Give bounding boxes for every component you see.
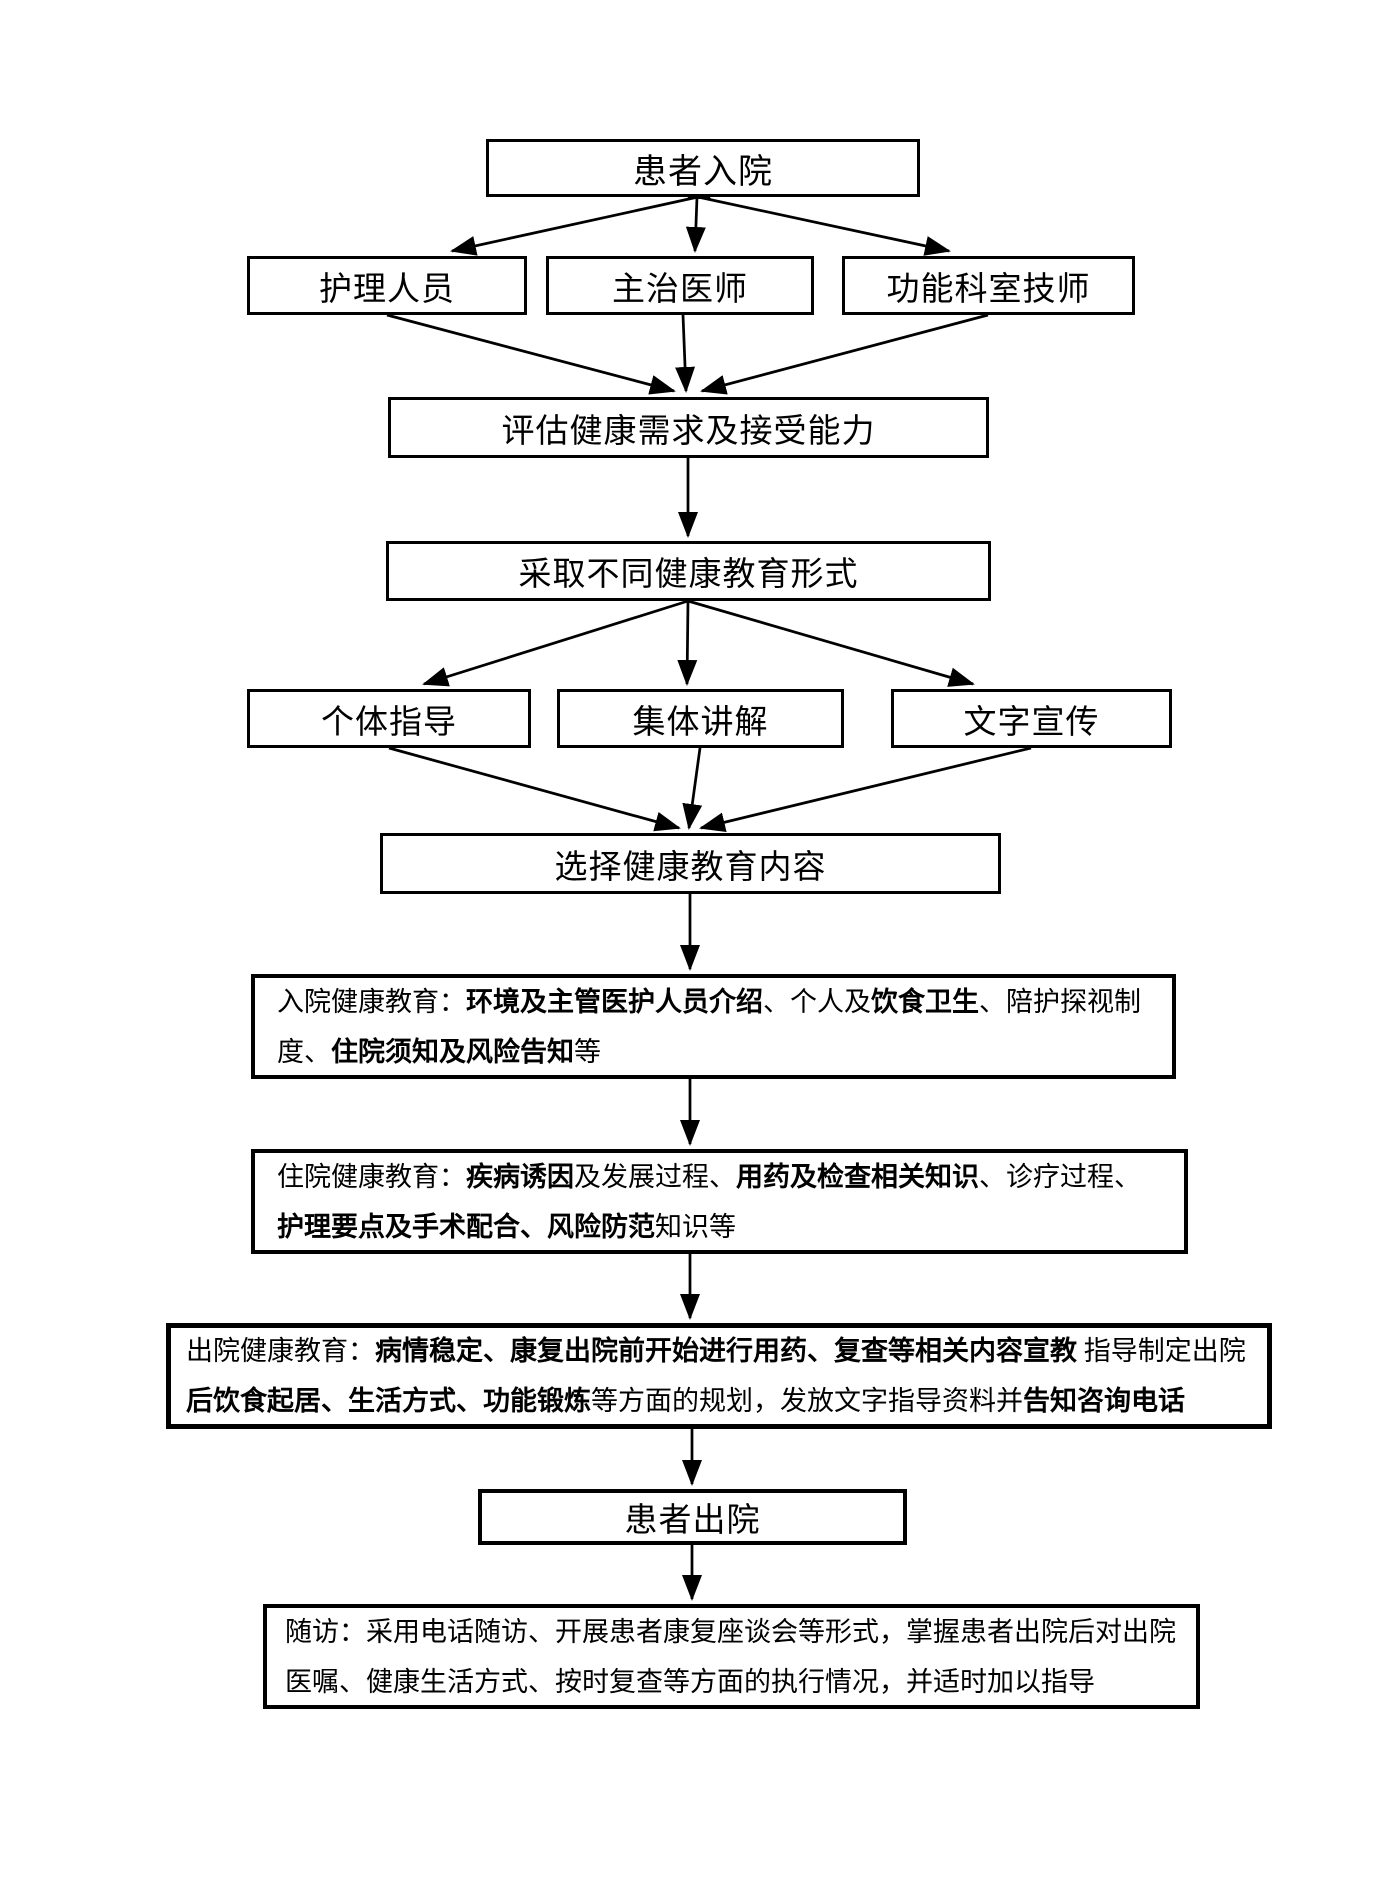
text-segment: 等 bbox=[574, 1036, 601, 1067]
text-segment: 用药及检查相关知识 bbox=[736, 1161, 979, 1192]
node-patient-admission: 患者入院 bbox=[486, 139, 920, 197]
follow-up-text: 随访：采用电话随访、开展患者康复座谈会等形式，掌握患者出院后对出院医嘱、健康生活… bbox=[285, 1607, 1178, 1707]
node-group-explanation: 集体讲解 bbox=[557, 689, 844, 748]
arrow-nursing-to-assess bbox=[386, 313, 676, 395]
arrow-individual-to-select bbox=[388, 746, 681, 832]
text-segment: 住院须知及风险告知 bbox=[331, 1036, 574, 1067]
node-written-publicity: 文字宣传 bbox=[891, 689, 1172, 748]
text-segment: 后饮食起居、生活方式、功能锻炼 bbox=[186, 1386, 591, 1416]
hospital-health-education-text: 住院健康教育：疾病诱因及发展过程、用药及检查相关知识、诊疗过程、护理要点及手术配… bbox=[277, 1152, 1162, 1252]
text-segment: 及发展过程、 bbox=[574, 1161, 736, 1192]
text-segment: 病情稳定、康复出院前开始进行用药、复查等相关内容宣教 bbox=[375, 1336, 1077, 1366]
node-patient-discharge: 患者出院 bbox=[478, 1489, 907, 1545]
arrow-adopt-to-written bbox=[687, 599, 975, 687]
node-nursing-staff: 护理人员 bbox=[247, 256, 527, 315]
text-segment: 指导制定出院 bbox=[1077, 1336, 1246, 1366]
node-attending-physician: 主治医师 bbox=[546, 256, 814, 315]
text-segment: 告知咨询电话 bbox=[1023, 1386, 1185, 1416]
node-admission-health-education: 入院健康教育：环境及主管医护人员介绍、个人及饮食卫生、陪护探视制度、住院须知及风… bbox=[251, 974, 1176, 1079]
node-adopt-education-forms: 采取不同健康教育形式 bbox=[386, 541, 991, 601]
node-individual-guidance: 个体指导 bbox=[247, 689, 531, 748]
admission-health-education-text: 入院健康教育：环境及主管医护人员介绍、个人及饮食卫生、陪护探视制度、住院须知及风… bbox=[277, 977, 1150, 1077]
node-functional-dept-technician: 功能科室技师 bbox=[842, 256, 1135, 315]
arrow-adopt-to-group bbox=[677, 600, 698, 686]
arrow-doctor-to-assess bbox=[675, 314, 696, 393]
text-segment: 饮食卫生 bbox=[871, 986, 979, 1017]
text-segment: 、个人及 bbox=[763, 986, 871, 1017]
text-segment: 出院健康教育： bbox=[186, 1336, 375, 1366]
text-segment: 疾病诱因 bbox=[466, 1161, 574, 1192]
text-segment: 随访：采用电话随访、开展患者康复座谈会等形式，掌握患者出院后对出院医嘱、健康生活… bbox=[285, 1616, 1176, 1697]
text-segment: 、陪护探视制度、 bbox=[277, 986, 1141, 1067]
arrow-tech-to-assess bbox=[700, 313, 989, 395]
arrow-admission-to-nursing bbox=[450, 195, 699, 256]
node-hospital-health-education: 住院健康教育：疾病诱因及发展过程、用药及检查相关知识、诊疗过程、护理要点及手术配… bbox=[251, 1149, 1188, 1254]
arrow-admission-to-doctor bbox=[685, 196, 706, 253]
text-segment: 住院健康教育： bbox=[277, 1161, 466, 1192]
node-follow-up: 随访：采用电话随访、开展患者康复座谈会等形式，掌握患者出院后对出院医嘱、健康生活… bbox=[263, 1604, 1200, 1709]
arrow-adopt-to-individual bbox=[422, 599, 689, 687]
arrow-written-to-select bbox=[699, 746, 1032, 833]
arrow-admission-to-tech bbox=[697, 195, 951, 256]
text-segment: 、诊疗过程、 bbox=[979, 1161, 1141, 1192]
arrow-group-to-select bbox=[682, 747, 703, 830]
node-select-education-content: 选择健康教育内容 bbox=[380, 833, 1001, 894]
node-discharge-health-education: 出院健康教育：病情稳定、康复出院前开始进行用药、复查等相关内容宣教 指导制定出院… bbox=[166, 1323, 1272, 1429]
text-segment: 环境及主管医护人员介绍 bbox=[466, 986, 763, 1017]
text-segment: 护理要点及手术配合、风险防范 bbox=[277, 1211, 655, 1242]
discharge-health-education-text: 出院健康教育：病情稳定、康复出院前开始进行用药、复查等相关内容宣教 指导制定出院… bbox=[186, 1326, 1252, 1426]
text-segment: 入院健康教育： bbox=[277, 986, 466, 1017]
node-assess-needs: 评估健康需求及接受能力 bbox=[388, 397, 989, 458]
text-segment: 等方面的规划，发放文字指导资料并 bbox=[591, 1386, 1023, 1416]
text-segment: 知识等 bbox=[655, 1211, 736, 1242]
